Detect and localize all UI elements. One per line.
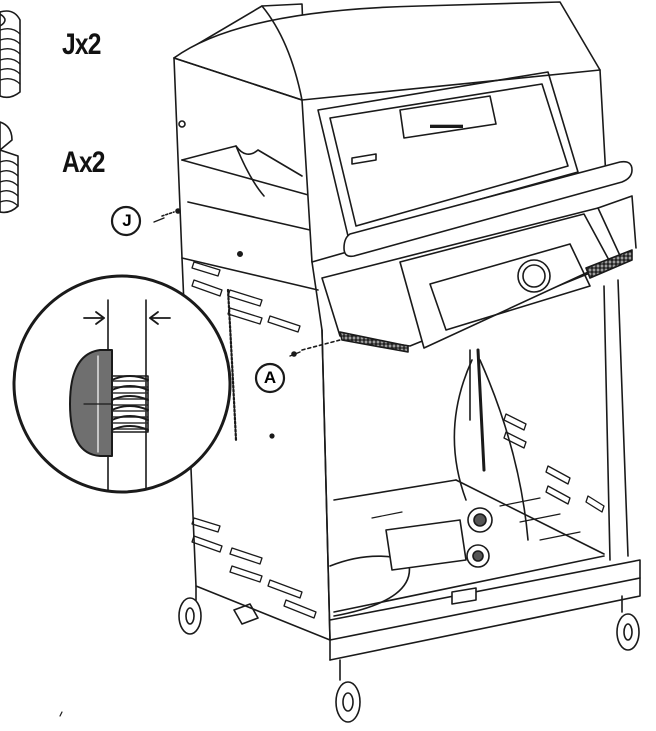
brand-logo: ▬▬▬ [430,119,463,131]
control-panel [321,195,637,353]
callout-j-label: J [122,211,132,230]
grill-lid: ▬▬▬ [173,1,633,263]
part-j-quantity: Jx2 [62,28,101,61]
cart-left-side-panel [173,3,331,641]
caster-rear-left [178,585,202,635]
screw-j-icon [0,10,21,99]
screw-a-icon [0,121,19,214]
part-a-quantity: Ax2 [62,146,105,179]
callout-j [110,205,181,237]
cart-frame [178,279,641,723]
callout-a [254,339,341,394]
caster-front-left [335,659,361,723]
callout-a-label: A [263,368,277,387]
detail-zoom-icon [12,274,232,494]
caster-front-right [616,595,640,651]
